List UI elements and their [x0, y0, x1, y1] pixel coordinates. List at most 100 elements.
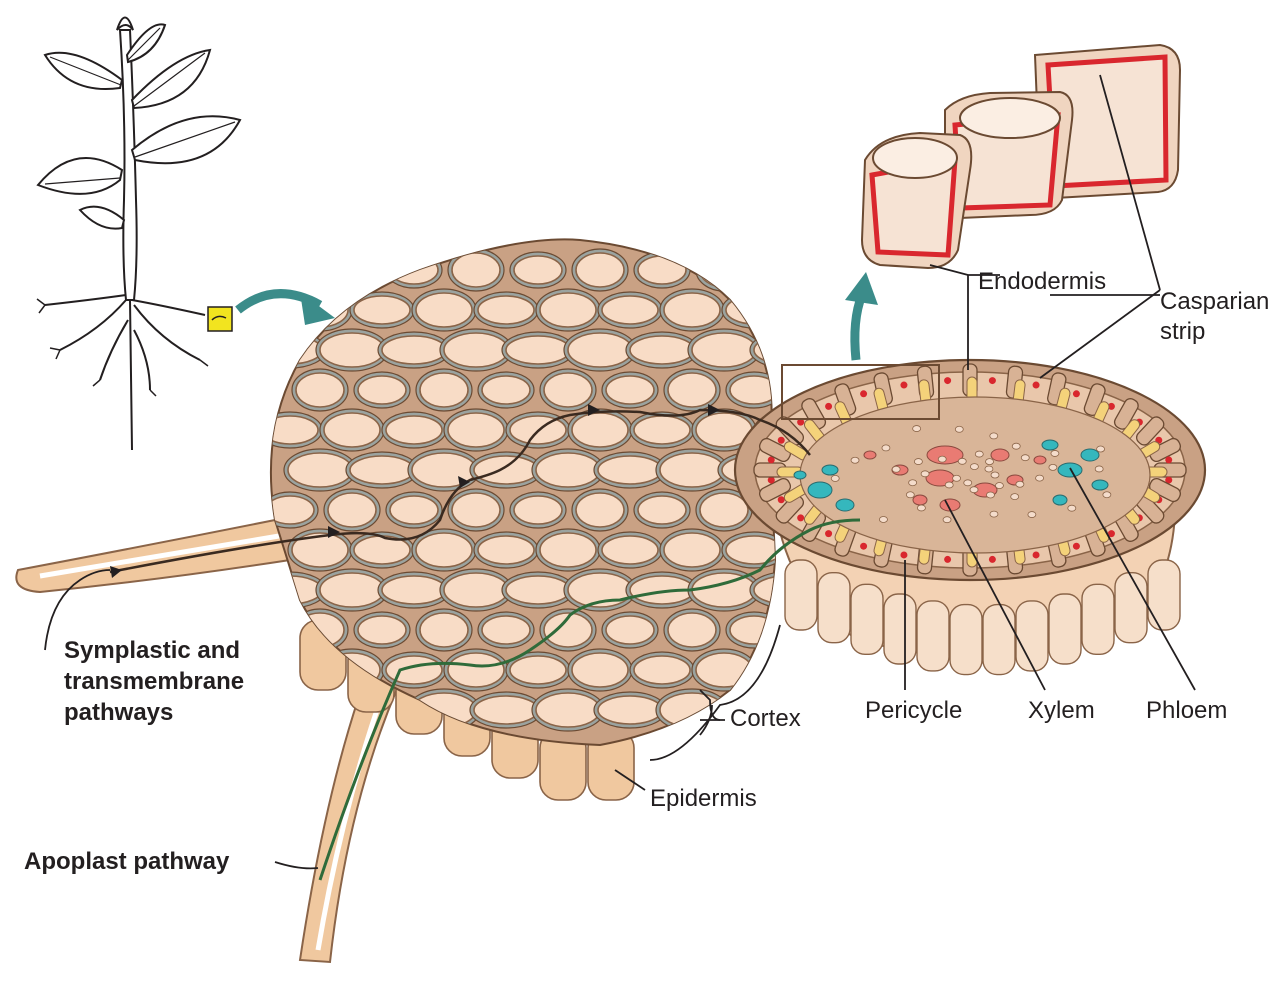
parenchyma-cell	[990, 471, 1000, 479]
cortex-cell	[509, 655, 567, 685]
cortex-cell	[729, 615, 775, 645]
parenchyma-cell	[920, 470, 930, 478]
endodermis-cell	[758, 477, 792, 503]
cortex-cell	[353, 295, 411, 325]
root-hair	[15, 518, 292, 594]
parenchyma-cell	[1010, 493, 1020, 501]
stele-cross-section	[733, 358, 1207, 676]
cortex-cell	[575, 492, 625, 528]
parenchyma-cell	[969, 486, 979, 494]
phloem-cell	[1057, 462, 1083, 478]
casparian-strip-mark	[1165, 456, 1173, 464]
casparian-strip-mark	[1072, 390, 1080, 398]
cortex-cell	[415, 292, 473, 328]
intercellular-space	[270, 251, 319, 289]
epidermis-cell	[982, 603, 1016, 676]
epidermis-cell	[1114, 571, 1148, 644]
cortex-cell	[415, 532, 473, 568]
intercellular-space	[757, 251, 775, 289]
label-phloem: Phloem	[1146, 697, 1227, 724]
cortex-cell	[535, 692, 601, 728]
cortex-cell	[667, 372, 717, 408]
cortex-cell	[451, 492, 501, 528]
cortex-cell	[633, 415, 691, 445]
leader-lines	[44, 74, 1196, 870]
intercellular-space	[323, 248, 381, 292]
label-symplastic-line1: Symplastic and	[64, 637, 240, 664]
cortex-cell	[477, 535, 535, 565]
cortex-cell	[605, 615, 655, 645]
parenchyma-cell	[891, 465, 901, 473]
casparian-strip-mark	[944, 555, 952, 563]
cortex-cell	[605, 375, 655, 405]
parenchyma-cell	[908, 479, 918, 487]
cortex-cell	[270, 575, 323, 605]
parenchyma-cell	[1015, 480, 1025, 488]
epidermis-cell	[784, 559, 818, 631]
parenchyma-cell	[1048, 463, 1058, 471]
endodermis-cell	[758, 437, 792, 463]
cortex-cell	[505, 335, 571, 365]
label-epidermis: Epidermis	[650, 785, 757, 812]
casparian-strip-mark	[1032, 381, 1040, 389]
epidermis-cell	[916, 600, 950, 672]
cortex-cell	[567, 332, 633, 368]
cortex-cell	[505, 575, 571, 605]
parenchyma-cell	[937, 455, 947, 463]
cortex-cell	[667, 612, 717, 648]
cortex-cell	[389, 495, 439, 525]
cortex-cell	[513, 255, 563, 285]
parenchyma-cell	[881, 444, 891, 452]
cortex-cell	[287, 452, 353, 488]
epidermis-cell	[817, 571, 851, 644]
cortex-cell	[419, 372, 469, 408]
cortex-cell	[295, 372, 345, 408]
cortex-cell	[481, 615, 531, 645]
label-casparian-line1: Casparian	[1160, 288, 1269, 315]
cortex-cell	[663, 292, 721, 328]
casparian-strip-mark	[767, 476, 775, 484]
xylem-vessel	[1033, 455, 1047, 465]
parenchyma-cell	[954, 425, 964, 433]
phloem-cell	[1091, 479, 1109, 491]
cortex-cell	[270, 255, 315, 285]
casparian-strip-mark	[860, 390, 868, 398]
intercellular-space	[283, 688, 357, 732]
endodermis-cell	[1135, 416, 1165, 446]
cortex-cell	[725, 295, 775, 325]
parenchyma-cell	[985, 458, 994, 466]
parenchyma-cell	[1020, 454, 1030, 462]
xylem-vessel	[990, 448, 1010, 462]
casparian-strip-mark	[1032, 551, 1040, 559]
casparian-strip-mark	[1107, 402, 1115, 410]
cortex-cell	[443, 332, 509, 368]
cortex-cell	[291, 532, 349, 568]
cortex-cell	[327, 492, 377, 528]
endodermis-cell	[775, 416, 805, 446]
cortex-cell	[575, 252, 625, 288]
root-highlight-box	[207, 306, 233, 332]
cortex-cell	[753, 575, 775, 605]
parenchyma-cell	[1094, 465, 1104, 473]
intercellular-space	[784, 289, 848, 331]
label-casparian-line2: strip	[1160, 318, 1205, 345]
epidermis-cell	[883, 593, 917, 665]
cortex-cell	[513, 495, 563, 525]
cortex-cell	[539, 532, 597, 568]
parenchyma-cell	[952, 474, 961, 482]
cortex-cell	[385, 415, 443, 445]
phloem-cell	[835, 498, 855, 512]
cortex-cell	[543, 612, 593, 648]
cortex-cell	[597, 455, 663, 485]
epidermis-cell	[1081, 583, 1115, 656]
parenchyma-cell	[963, 479, 973, 487]
parenchyma-cell	[986, 491, 995, 499]
xylem-vessel	[912, 494, 928, 506]
endodermis-cell	[1113, 398, 1139, 430]
apoplast-pathway-line	[318, 518, 861, 881]
endodermis-detail-box	[781, 364, 940, 420]
casparian-strip-mark	[777, 436, 785, 444]
endodermis-cell	[1148, 477, 1182, 503]
